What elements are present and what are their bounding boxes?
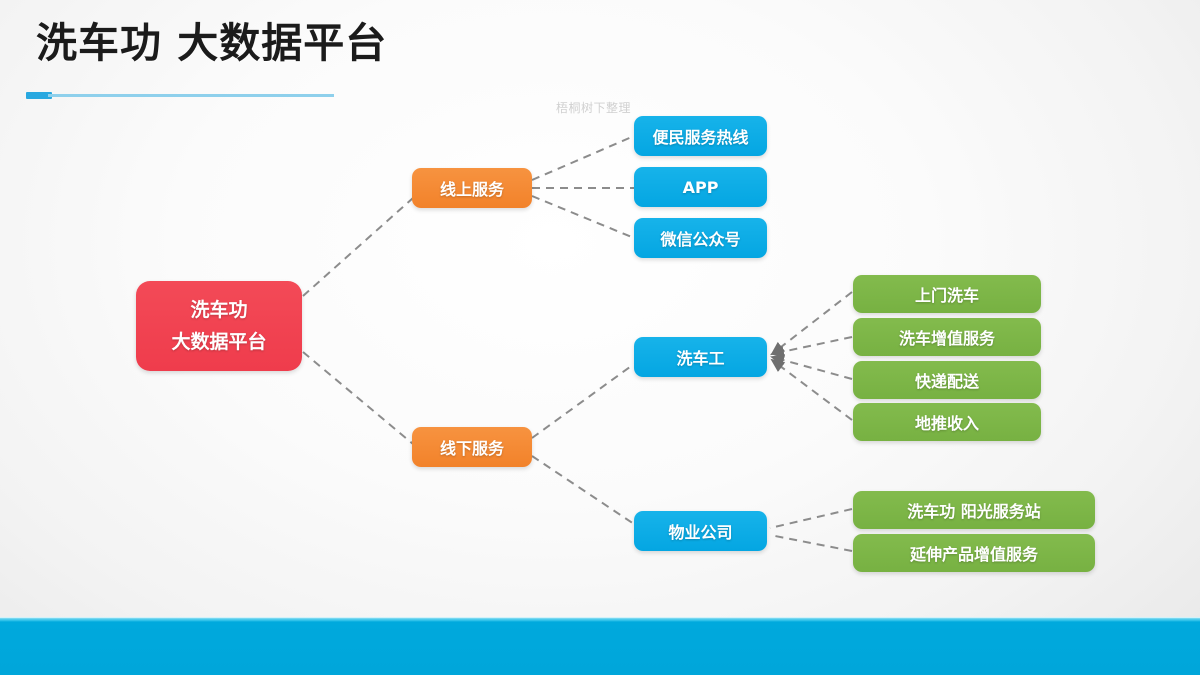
node-leaf-express-delivery-label: 快递配送 xyxy=(914,372,979,391)
title-underline-accent xyxy=(26,92,52,99)
node-branch-offline-label: 线下服务 xyxy=(439,439,504,458)
edge-offline-property xyxy=(531,455,635,525)
edge-washer-valueadd xyxy=(770,336,853,358)
edge-washer-doorservice xyxy=(770,291,853,356)
edge-property-sunstation xyxy=(769,508,853,529)
node-group-property[interactable]: 物业公司 xyxy=(634,511,767,551)
node-leaf-sunshine-station[interactable]: 洗车功 阳光服务站 xyxy=(853,491,1095,529)
node-channel-app-label: APP xyxy=(682,177,719,197)
node-leaf-sunshine-station-label: 洗车功 阳光服务站 xyxy=(907,502,1041,521)
edge-offline-washer xyxy=(531,363,635,439)
node-root-label-line2: 大数据平台 xyxy=(171,331,267,353)
node-leaf-value-added-label: 洗车增值服务 xyxy=(898,329,995,348)
title-block: 洗车功 大数据平台 xyxy=(0,14,1200,99)
node-group-washer-label: 洗车工 xyxy=(676,349,725,368)
node-leaf-extended-products[interactable]: 延伸产品增值服务 xyxy=(853,534,1095,572)
edge-online-wechat xyxy=(531,195,635,239)
edge-washer-promotion xyxy=(770,358,853,421)
watermark-text: 梧桐树下整理 xyxy=(556,101,632,115)
node-channel-wechat[interactable]: 微信公众号 xyxy=(634,218,767,258)
node-branch-offline[interactable]: 线下服务 xyxy=(412,427,532,467)
node-leaf-door-wash[interactable]: 上门洗车 xyxy=(853,275,1041,313)
page-title: 洗车功 大数据平台 xyxy=(36,19,388,67)
node-leaf-ground-promotion-label: 地推收入 xyxy=(914,414,979,433)
node-leaf-ground-promotion[interactable]: 地推收入 xyxy=(853,403,1041,441)
edge-root-online xyxy=(302,197,414,297)
footer-accent-line xyxy=(0,617,1200,622)
edge-online-hotline xyxy=(531,135,635,181)
node-leaf-value-added[interactable]: 洗车增值服务 xyxy=(853,318,1041,356)
title-underline-rule xyxy=(48,94,334,97)
node-root-label-line1: 洗车功 xyxy=(190,299,248,321)
edge-property-extended xyxy=(769,534,853,552)
node-root[interactable]: 洗车功 大数据平台 xyxy=(136,281,302,371)
node-branch-online[interactable]: 线上服务 xyxy=(412,168,532,208)
node-group-property-label: 物业公司 xyxy=(668,523,733,542)
node-group-washer[interactable]: 洗车工 xyxy=(634,337,767,377)
node-channel-wechat-label: 微信公众号 xyxy=(660,230,741,249)
edge-root-offline xyxy=(302,351,414,445)
edge-washer-delivery xyxy=(770,354,853,380)
footer-bar xyxy=(0,622,1200,675)
node-channel-hotline[interactable]: 便民服务热线 xyxy=(634,116,767,156)
node-leaf-door-wash-label: 上门洗车 xyxy=(914,286,979,305)
node-leaf-extended-products-label: 延伸产品增值服务 xyxy=(909,545,1038,564)
node-leaf-express-delivery[interactable]: 快递配送 xyxy=(853,361,1041,399)
node-channel-app[interactable]: APP xyxy=(634,167,767,207)
node-channel-hotline-label: 便民服务热线 xyxy=(652,128,749,147)
node-branch-online-label: 线上服务 xyxy=(439,180,504,199)
